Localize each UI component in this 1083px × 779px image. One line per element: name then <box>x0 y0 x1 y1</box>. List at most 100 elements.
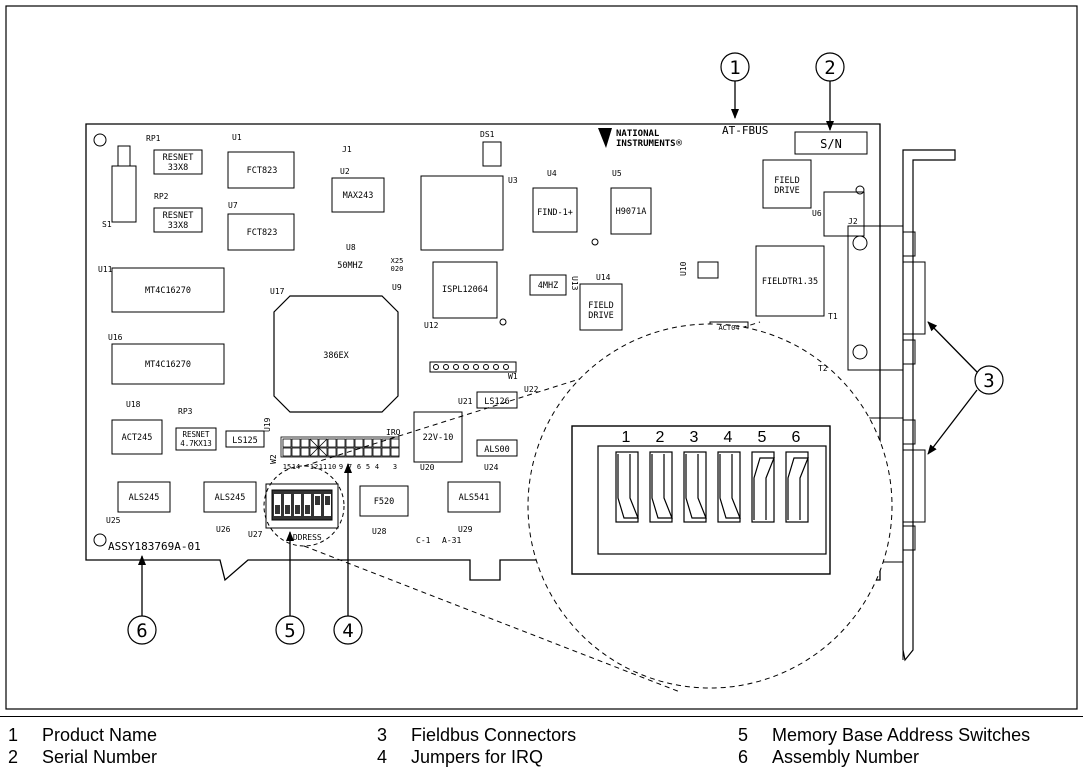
via <box>591 238 599 246</box>
switch-rocker-5 <box>751 451 775 523</box>
switch-lever-6 <box>787 457 809 520</box>
switch-lever-3 <box>685 454 707 519</box>
switch-zoom-circle <box>527 323 893 689</box>
label-u5: U5 <box>612 169 622 178</box>
callout-number-5: 5 <box>284 620 295 642</box>
chip-field-drive-1 <box>762 159 812 209</box>
chip-22v10 <box>413 411 463 463</box>
connector-j2-shell <box>902 261 926 335</box>
irq-jumper-label: 15 <box>283 463 291 471</box>
mount-hole <box>855 185 865 195</box>
switch-lever-2 <box>651 454 673 519</box>
callout-number-4: 4 <box>342 620 353 642</box>
chip-max243-label: MAX243 <box>343 191 374 201</box>
product-name-text: AT-FBUS <box>722 124 768 137</box>
figure-frame <box>5 5 1078 710</box>
serial-number-box <box>794 131 868 155</box>
chip-field-drive-2 <box>579 283 623 331</box>
chip-ls126-label: LS126 <box>484 397 510 407</box>
callout-arrow-3a <box>927 321 978 373</box>
label-u29: U29 <box>458 525 473 534</box>
label-u17: U17 <box>270 287 285 296</box>
label-u13: U13 <box>570 276 579 291</box>
switch-number-6: 6 <box>792 429 801 446</box>
connector-j2-screw <box>902 339 916 365</box>
switch-rocker-2 <box>649 451 673 523</box>
switch-lever-1 <box>617 454 639 519</box>
label-t2: T2 <box>818 364 828 373</box>
brand-line2: INSTRUMENTS <box>616 139 676 149</box>
label-s1: S1 <box>102 220 112 229</box>
callout-number-6: 6 <box>136 620 147 642</box>
chip-u10 <box>697 261 719 279</box>
chip-resnet1 <box>153 149 203 175</box>
chip-mt4c16270-1 <box>111 267 225 313</box>
callout-arrow-3b <box>927 389 978 455</box>
chip-als245-2-label: ALS245 <box>215 493 246 503</box>
switch-number-5: 5 <box>758 429 767 446</box>
connector-hole <box>852 235 868 251</box>
zoom-line-bottom <box>303 545 681 693</box>
connector-lower-shell <box>902 449 926 523</box>
irq-jumper-label: 10 <box>328 463 336 471</box>
chip-resnet2-line1: RESNET <box>163 211 194 221</box>
chip-4mhz-label: 4MHZ <box>538 281 558 291</box>
mount-hole <box>93 533 107 547</box>
chip-als00-label: ALS00 <box>484 445 510 455</box>
chip-resnet2 <box>153 207 203 233</box>
label-ds1: DS1 <box>480 130 495 139</box>
switch-number-2: 2 <box>656 429 665 446</box>
chip-resnet3 <box>175 427 217 451</box>
chip-resnet3-line1: RESNET <box>182 430 210 439</box>
mount-hole <box>93 133 107 147</box>
label-u12: U12 <box>424 321 439 330</box>
chip-4mhz <box>529 274 567 296</box>
chip-resnet2-line2: 33X8 <box>168 221 188 231</box>
chip-field-drive-2-line2: DRIVE <box>588 311 614 321</box>
label-u18: U18 <box>126 400 141 409</box>
connector-inner-box <box>823 191 865 237</box>
ni-logo-mark <box>598 128 612 148</box>
chip-ls125 <box>225 430 265 448</box>
dip-highlight-circle <box>263 465 345 547</box>
label-u11: U11 <box>98 265 113 274</box>
chip-386ex-label: 386EX <box>323 351 349 361</box>
chip-ls126 <box>476 391 518 409</box>
label-w1: W1 <box>508 372 518 381</box>
label-address: ADDRESS <box>288 533 322 542</box>
via <box>499 318 507 326</box>
chip-f520-label: F520 <box>374 497 394 507</box>
chip-als541 <box>447 481 501 513</box>
chip-act245-label: ACT245 <box>122 433 153 443</box>
chip-find <box>532 187 578 233</box>
chip-386ex <box>273 295 399 413</box>
label-u6: U6 <box>812 209 822 218</box>
chip-ispl-label: ISPL12064 <box>442 285 488 295</box>
label-u27: U27 <box>248 530 263 539</box>
label-j1: J1 <box>342 145 352 154</box>
irq-jumper-label: 11 <box>319 463 327 471</box>
switch-number-4: 4 <box>724 429 733 446</box>
callout-number-2: 2 <box>824 57 835 79</box>
label-u9: U9 <box>392 283 402 292</box>
callout-number-3: 3 <box>983 370 994 392</box>
switch-s1-body <box>111 165 137 223</box>
label-irq: IRQ <box>386 428 401 437</box>
connector-j2-body <box>847 225 904 371</box>
chip-fct823-1 <box>227 151 295 189</box>
irq-jumper-label: 3 <box>393 463 397 471</box>
callout-circle-3 <box>974 365 1004 395</box>
chip-fct823-1-label: FCT823 <box>247 166 278 176</box>
label-t1: T1 <box>828 312 838 321</box>
chip-mt4c16270-2 <box>111 343 225 385</box>
chip-act04-label: ACT04 <box>718 324 739 332</box>
brand-line1: NATIONAL <box>616 129 660 139</box>
irq-jumper-block <box>280 436 400 458</box>
chip-ispl12064 <box>432 261 498 319</box>
switch-number-1: 1 <box>622 429 631 446</box>
